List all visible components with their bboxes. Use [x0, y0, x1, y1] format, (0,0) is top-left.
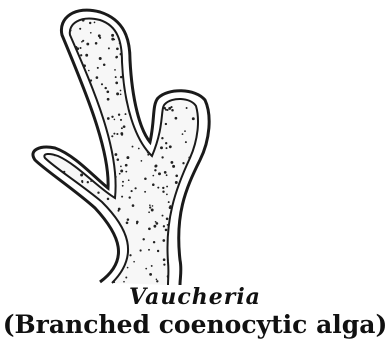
cytoplasm-boundary [44, 19, 198, 285]
caption-subtitle: (Branched coenocytic alga) [0, 310, 390, 339]
caption-title: Vaucheria [0, 284, 390, 310]
